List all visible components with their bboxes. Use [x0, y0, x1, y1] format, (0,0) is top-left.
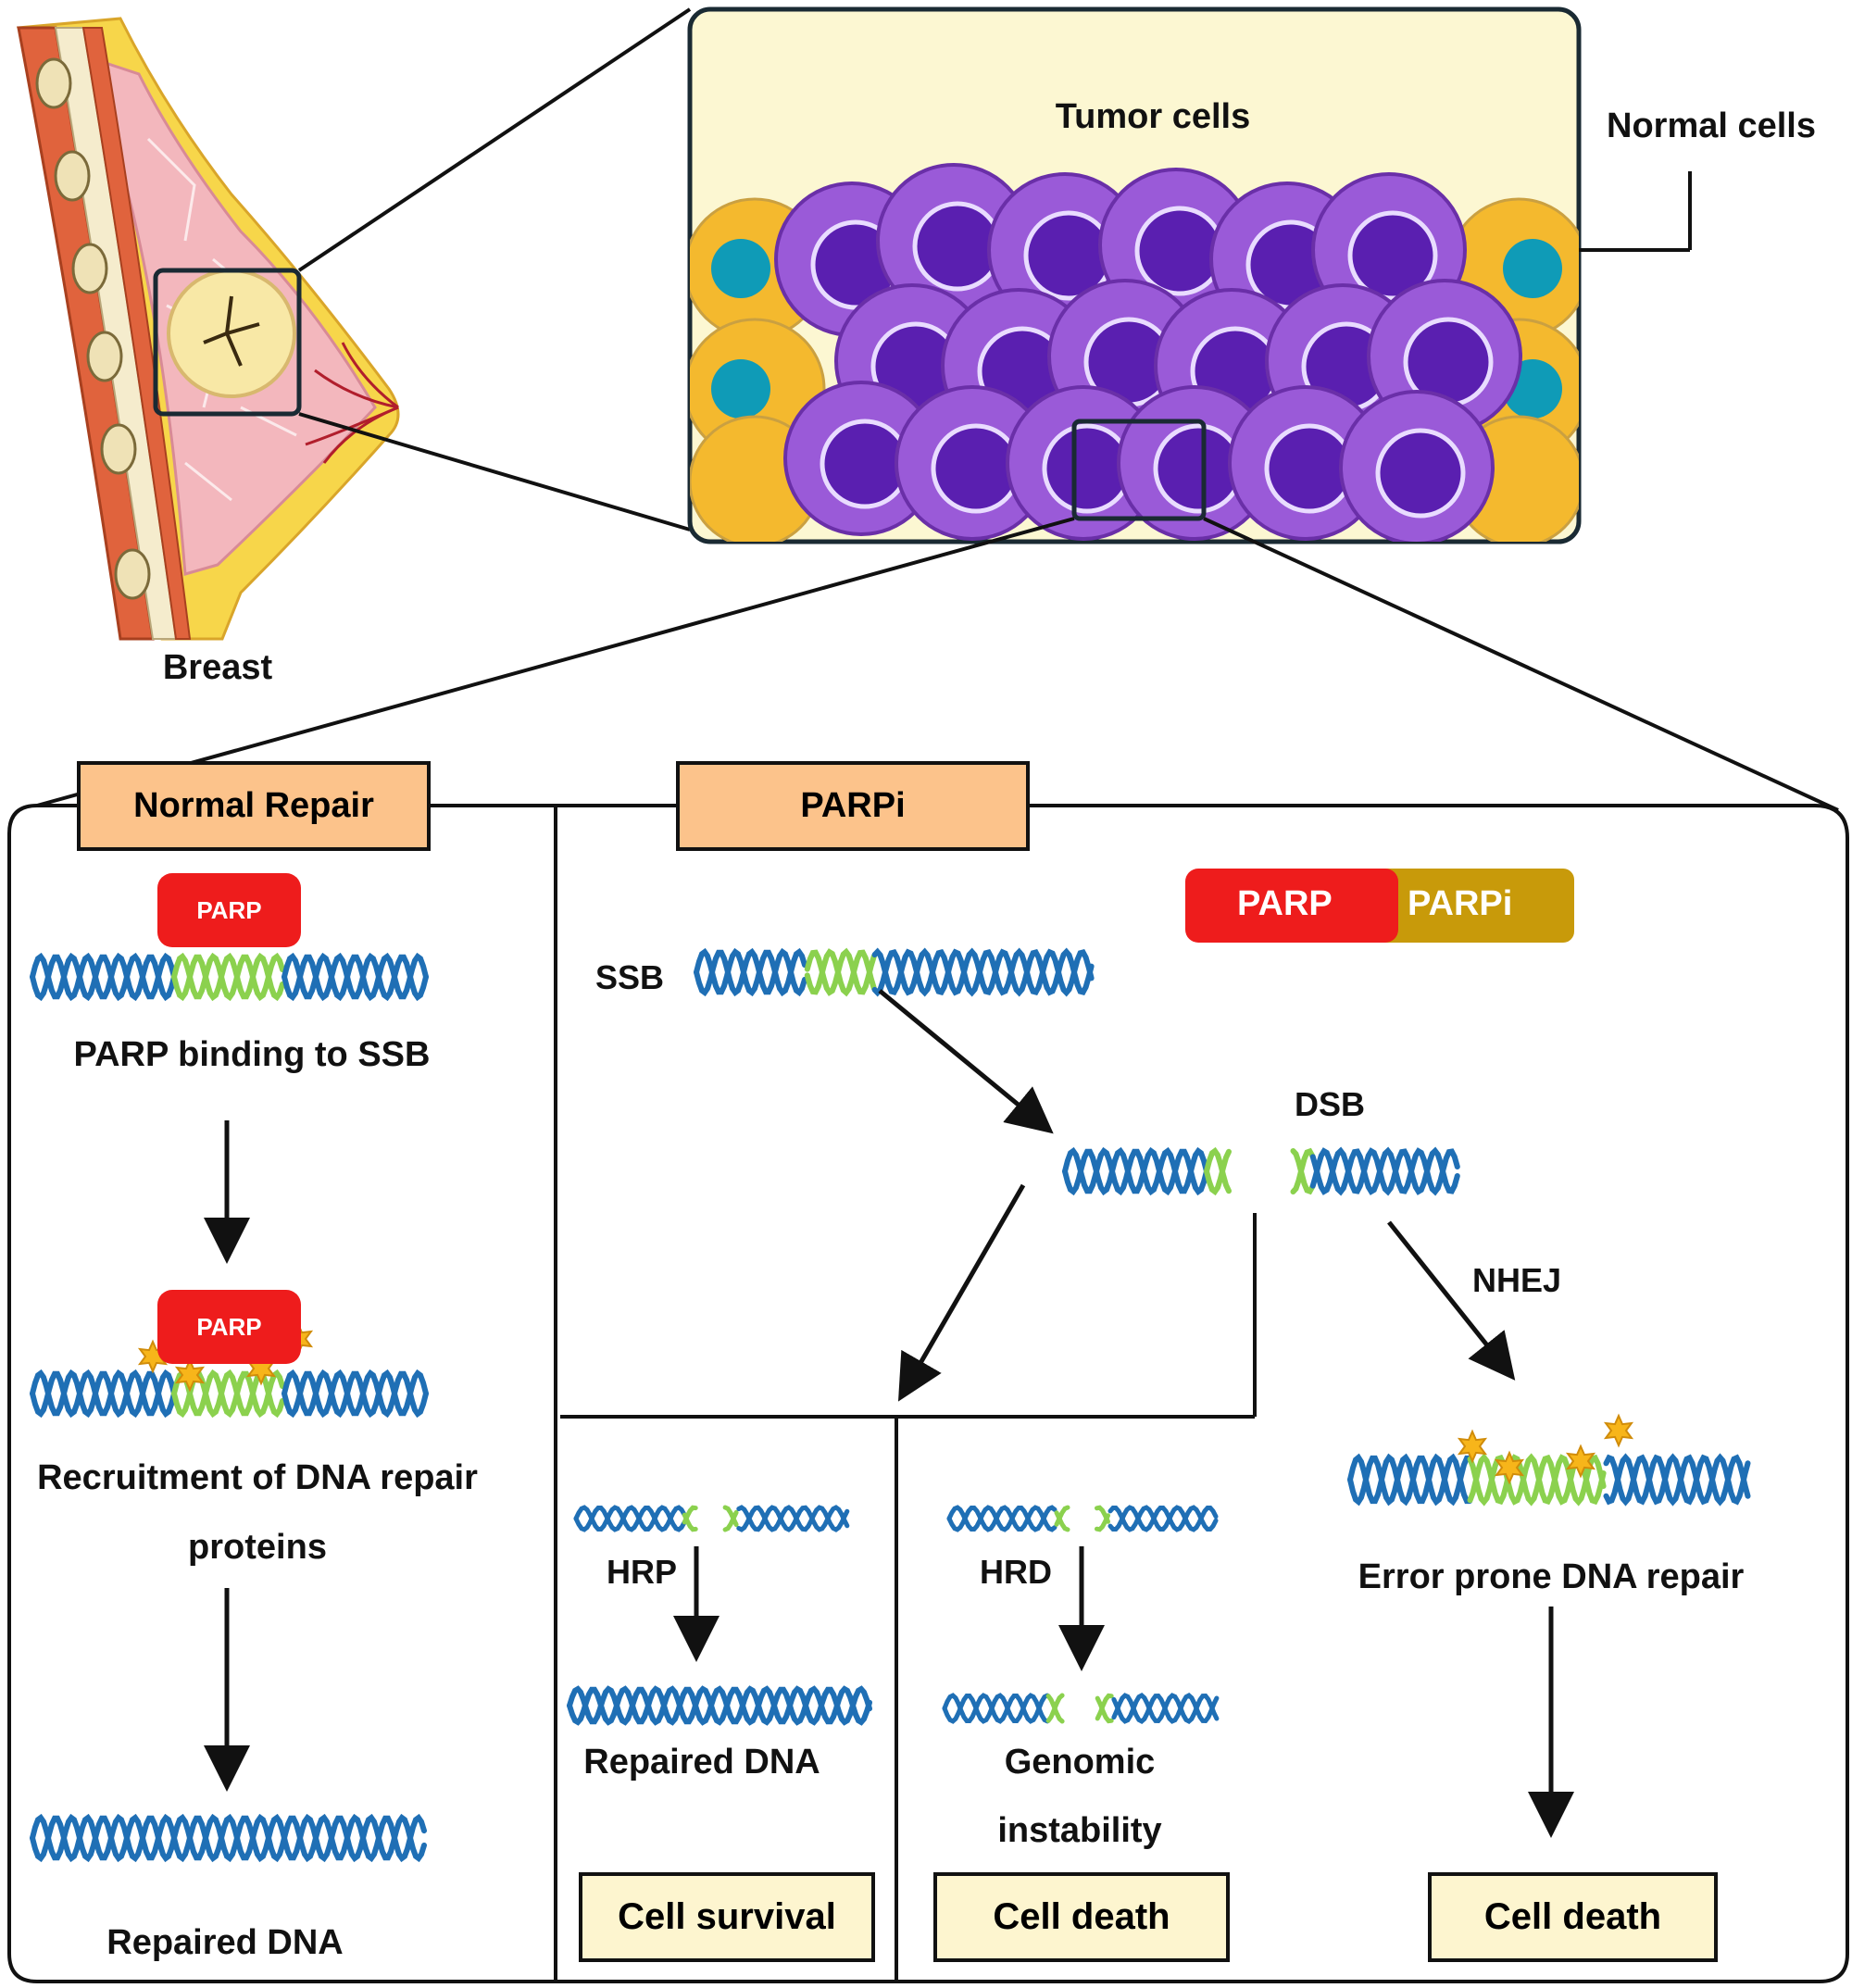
- arrow-ssb-dsb: [878, 989, 1054, 1134]
- legend-parp-text: PARP: [1237, 884, 1333, 923]
- tumor-cell-nucleus: [1153, 423, 1244, 514]
- outcome-cell-survival: Cell survival: [579, 1872, 875, 1962]
- error-prone-label: Error prone DNA repair: [1358, 1557, 1745, 1596]
- dna-ssb-parp: [30, 952, 429, 1002]
- hrd-label: HRD: [980, 1553, 1052, 1591]
- tumor-cells-label: Tumor cells: [1055, 97, 1251, 136]
- hrp-label: HRP: [607, 1553, 678, 1591]
- repaired-dna-label: Repaired DNA: [583, 1743, 820, 1782]
- dna-recruitment: [30, 1369, 429, 1419]
- normal-repair-tab: Normal Repair: [77, 761, 431, 851]
- arrow-nhej: [1387, 1220, 1516, 1381]
- tumor-cell-nucleus: [1375, 428, 1466, 519]
- outcome-cell-death-hrd: Cell death: [933, 1872, 1230, 1962]
- breast-label: Breast: [162, 648, 273, 687]
- dna-nhej: [1347, 1453, 1751, 1507]
- nhej-label: NHEJ: [1472, 1261, 1562, 1299]
- repair-star: [174, 1357, 206, 1393]
- zoom-box-cell: [1071, 419, 1207, 521]
- zoom-line-top: [297, 7, 692, 272]
- outcome-cell-death-nhej: Cell death: [1428, 1872, 1718, 1962]
- normal-cells-label: Normal cells: [1607, 106, 1816, 145]
- zoom-line-left: [36, 517, 1075, 807]
- tumor-cell-nucleus: [1347, 210, 1438, 301]
- parpi-tab: PARPi: [676, 761, 1030, 851]
- flow-arrows: [204, 989, 1574, 1838]
- genomic-instability-line2: instability: [997, 1811, 1162, 1850]
- legend-parpi-text: PARPi: [1408, 884, 1513, 923]
- tumor-cell-nucleus: [1134, 206, 1225, 296]
- dna-hrp-start: [573, 1505, 850, 1532]
- tissue-panel: [687, 6, 1582, 544]
- dna-hrd-start: [946, 1505, 1219, 1532]
- nhej-star: [1457, 1429, 1488, 1464]
- parp-tag-1: PARP: [157, 873, 301, 947]
- nhej-star: [1494, 1450, 1525, 1485]
- tumor-cells-cluster: [774, 163, 1522, 542]
- breast-illustration: [16, 17, 400, 641]
- step-recruitment-line1: Recruitment of DNA repair: [37, 1458, 478, 1497]
- dna-hrp-repaired: [567, 1685, 872, 1726]
- nhej-star: [1565, 1444, 1596, 1479]
- zoom-line-bottom: [298, 412, 691, 531]
- tumor-cell-nucleus: [1042, 423, 1132, 514]
- dsb-label: DSB: [1295, 1085, 1366, 1123]
- dna-dsb: [1062, 1146, 1460, 1196]
- mechanism-panel: [7, 804, 1849, 1983]
- genomic-instability-line1: Genomic: [1004, 1743, 1156, 1782]
- tumor-cell-nucleus: [931, 423, 1021, 514]
- parp-parpi-legend: [1185, 869, 1574, 943]
- arrow-dsb-hr: [897, 1183, 1026, 1402]
- step-repaired-dna: Repaired DNA: [106, 1923, 344, 1962]
- step-parp-binding: PARP binding to SSB: [73, 1035, 431, 1074]
- step-recruitment-line2: proteins: [188, 1528, 327, 1567]
- dna-repaired-normal: [30, 1813, 427, 1863]
- dna-ssb: [694, 947, 1095, 997]
- dna-hrd-unrepaired: [942, 1692, 1220, 1725]
- parp-tag-2: PARP: [157, 1290, 301, 1364]
- ssb-label: SSB: [595, 958, 665, 996]
- zoom-line-right: [1203, 517, 1839, 812]
- nhej-star: [1603, 1413, 1634, 1448]
